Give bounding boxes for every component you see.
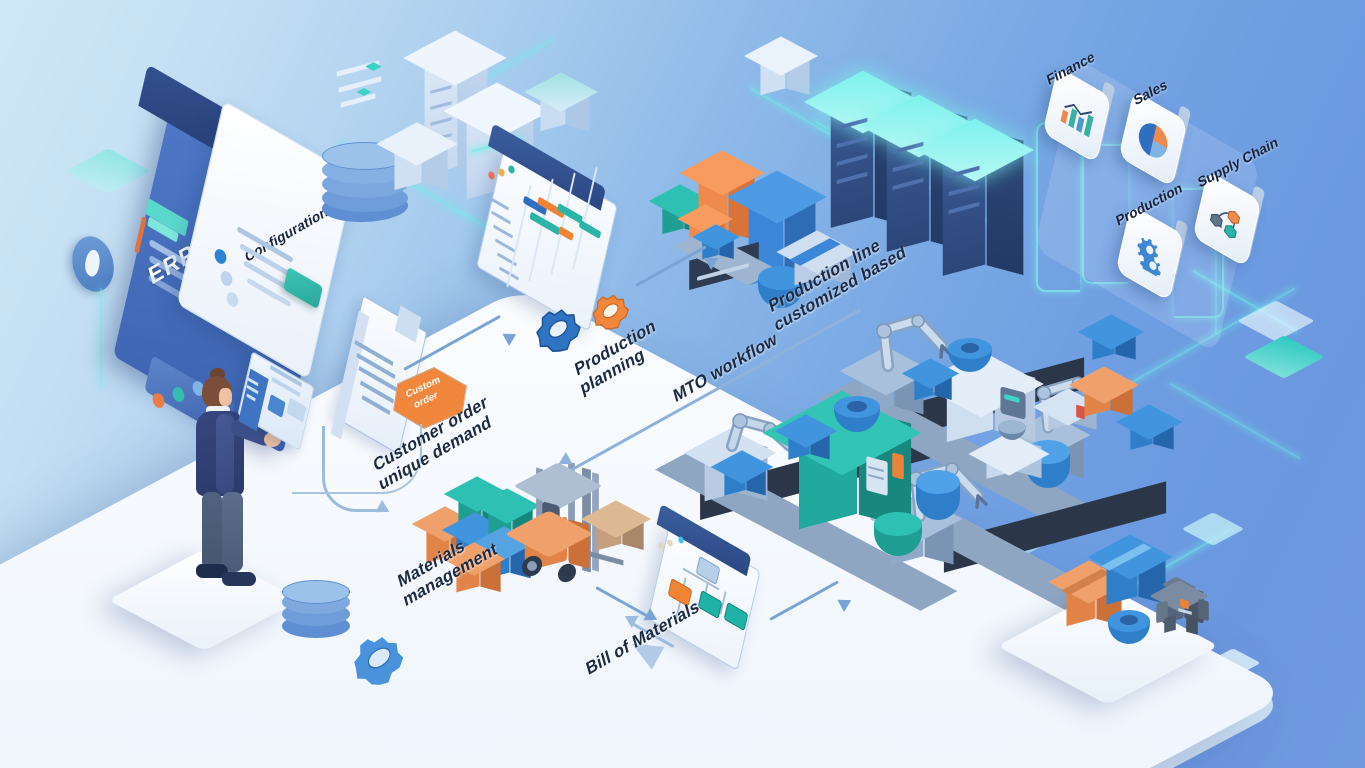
accent-diamond <box>1237 300 1315 342</box>
part-cube <box>1077 314 1145 362</box>
production-line-assembly <box>648 150 862 310</box>
finished-goods-pallet <box>997 534 1238 705</box>
floating-cube <box>524 72 598 134</box>
assembled-part <box>968 420 1050 486</box>
platform-connector-curve <box>282 420 462 540</box>
pie-chart-icon <box>1138 123 1168 158</box>
robotic-arm <box>839 300 970 420</box>
database-cylinder <box>322 140 422 250</box>
planning-gears <box>524 282 654 372</box>
floating-cube <box>376 122 458 191</box>
database-cylinder <box>282 580 358 658</box>
forklift-vehicle <box>504 461 652 598</box>
flow-arrow-mto-workflow <box>552 290 892 490</box>
custom-order-badge: Custom order <box>390 362 470 432</box>
part-ring <box>948 338 992 374</box>
network-nodes-icon <box>1210 210 1241 238</box>
accent-diamond <box>1243 335 1325 379</box>
window-dot[interactable] <box>487 170 496 181</box>
badge-connector <box>100 288 102 388</box>
part-cylinder <box>916 470 960 522</box>
bar-chart-icon <box>1060 103 1094 138</box>
part-ring <box>834 396 880 434</box>
flow-arrow-bom-to-output <box>769 580 890 638</box>
floating-cube <box>744 36 818 98</box>
flow-arrow-order-to-planning <box>403 314 544 382</box>
part-cylinder <box>874 512 922 560</box>
operator-figure <box>186 368 296 586</box>
robotic-assembly-area <box>655 300 1230 654</box>
document-lines-accent <box>336 60 396 120</box>
module-panel: Finance Sales Production <box>1014 48 1314 354</box>
gears-icon <box>1137 237 1161 281</box>
part-cube <box>1115 404 1183 452</box>
user-badge-icon <box>67 227 119 301</box>
robot-figure <box>1149 576 1216 640</box>
blue-gear-icon <box>338 622 424 692</box>
